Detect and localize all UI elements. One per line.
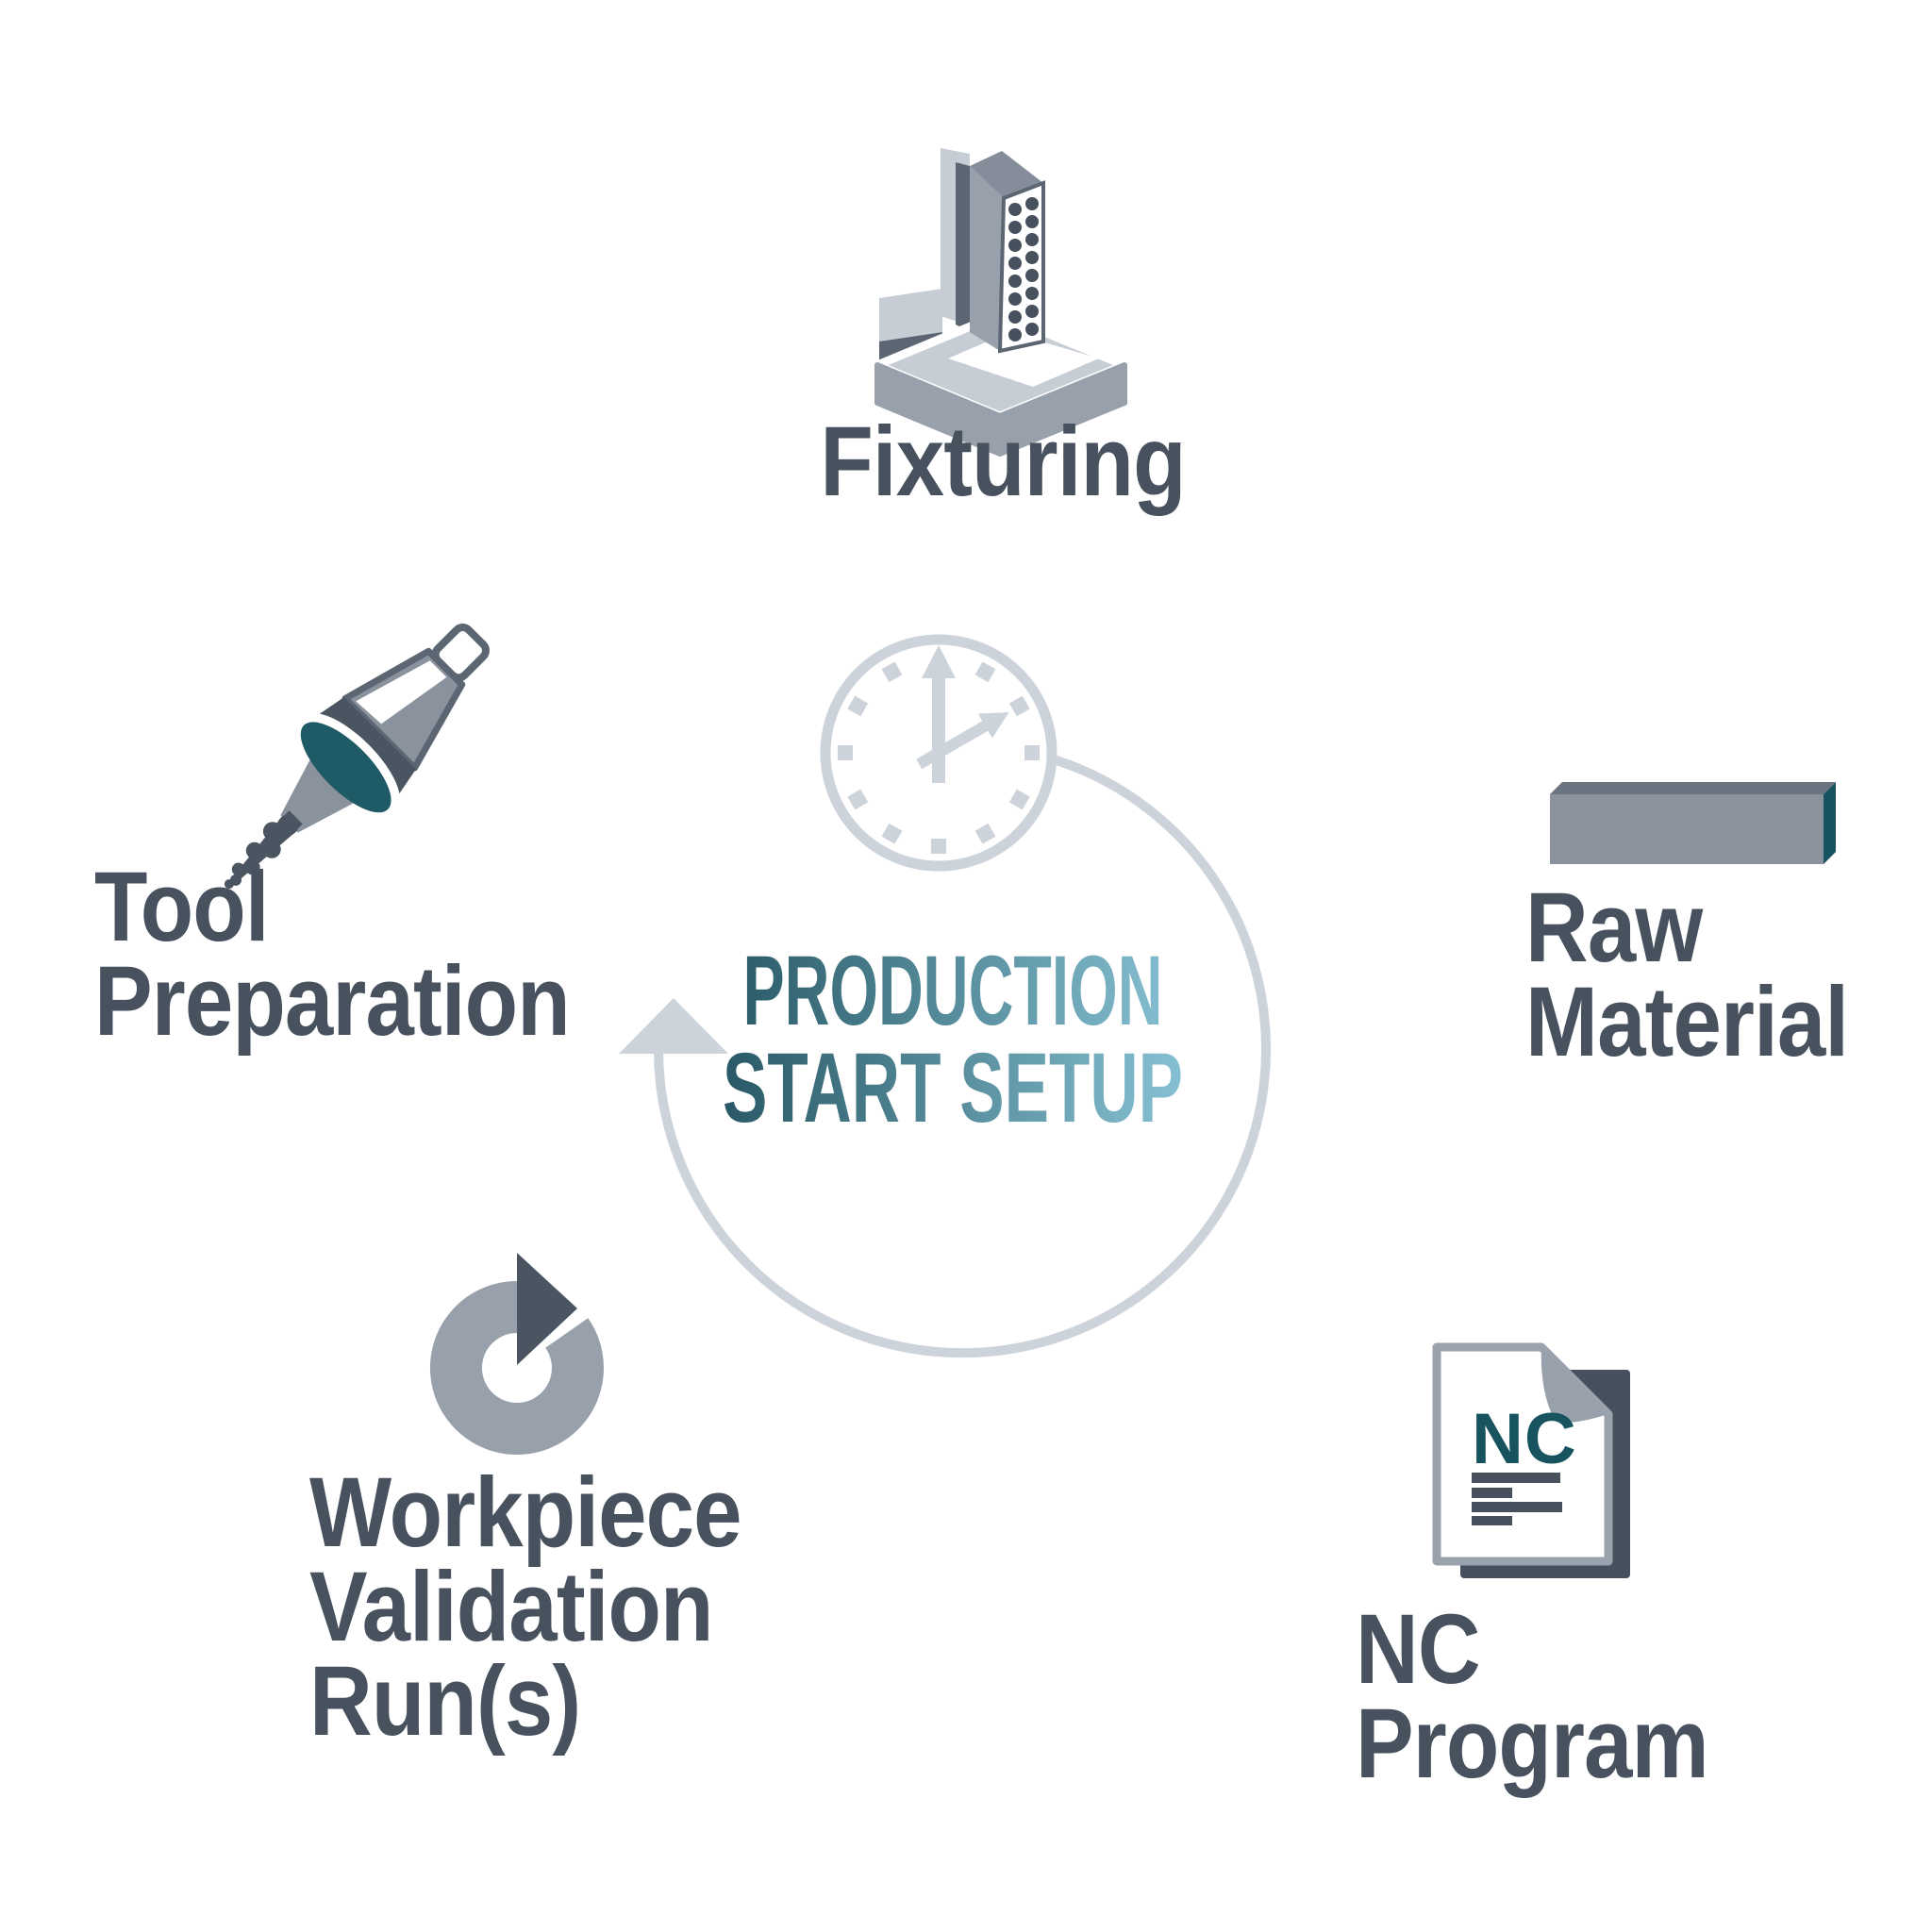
page-fold-corner xyxy=(1541,1347,1608,1423)
drill-bit xyxy=(224,810,303,890)
center-title-line1: PRODUCTION xyxy=(743,936,1163,1046)
raw-material-label: Raw Material xyxy=(1525,873,1849,1077)
validation-cycle-arrow-icon xyxy=(430,1253,604,1455)
fixturing-label: Fixturing xyxy=(820,407,1186,517)
center-title-line2: START SETUP xyxy=(723,1033,1183,1143)
clock-ticks xyxy=(838,661,1040,854)
center-title: PRODUCTION START SETUP xyxy=(723,936,1183,1143)
clock-hour-hand xyxy=(916,712,1009,770)
tool-preparation-label: Tool Preparation xyxy=(94,852,571,1057)
cycle-arc-path xyxy=(654,751,1271,1358)
tool-preparation-line1: Tool xyxy=(94,852,270,962)
cycle-arrowhead-icon xyxy=(619,998,728,1054)
fixture-clamping-tower-icon xyxy=(873,148,1129,457)
nc-program-label: NC Program xyxy=(1356,1594,1709,1799)
workpiece-validation-line3: Run(s) xyxy=(309,1645,581,1757)
raw-material-line2: Material xyxy=(1525,966,1849,1077)
clock-icon xyxy=(820,634,1058,872)
workpiece-validation-label: Workpiece Validation Run(s) xyxy=(309,1457,742,1757)
raw-material-bar-icon xyxy=(1550,782,1836,864)
nc-program-line1: NC xyxy=(1356,1594,1481,1705)
nc-doc-text: NC xyxy=(1472,1399,1577,1479)
raw-material-line1: Raw xyxy=(1525,873,1703,983)
tool-preparation-line2: Preparation xyxy=(94,945,571,1057)
workpiece-validation-line1: Workpiece xyxy=(309,1457,742,1568)
fixture-holes xyxy=(1008,197,1039,341)
nc-doc-lines xyxy=(1472,1473,1562,1525)
workpiece-validation-line2: Validation xyxy=(309,1551,714,1662)
cycle-arc xyxy=(619,751,1271,1358)
nc-document-icon: NC xyxy=(1432,1342,1630,1578)
tool-holder-drill-icon xyxy=(224,624,490,890)
fixturing-label-text: Fixturing xyxy=(820,407,1186,517)
nc-program-line2: Program xyxy=(1356,1688,1709,1799)
